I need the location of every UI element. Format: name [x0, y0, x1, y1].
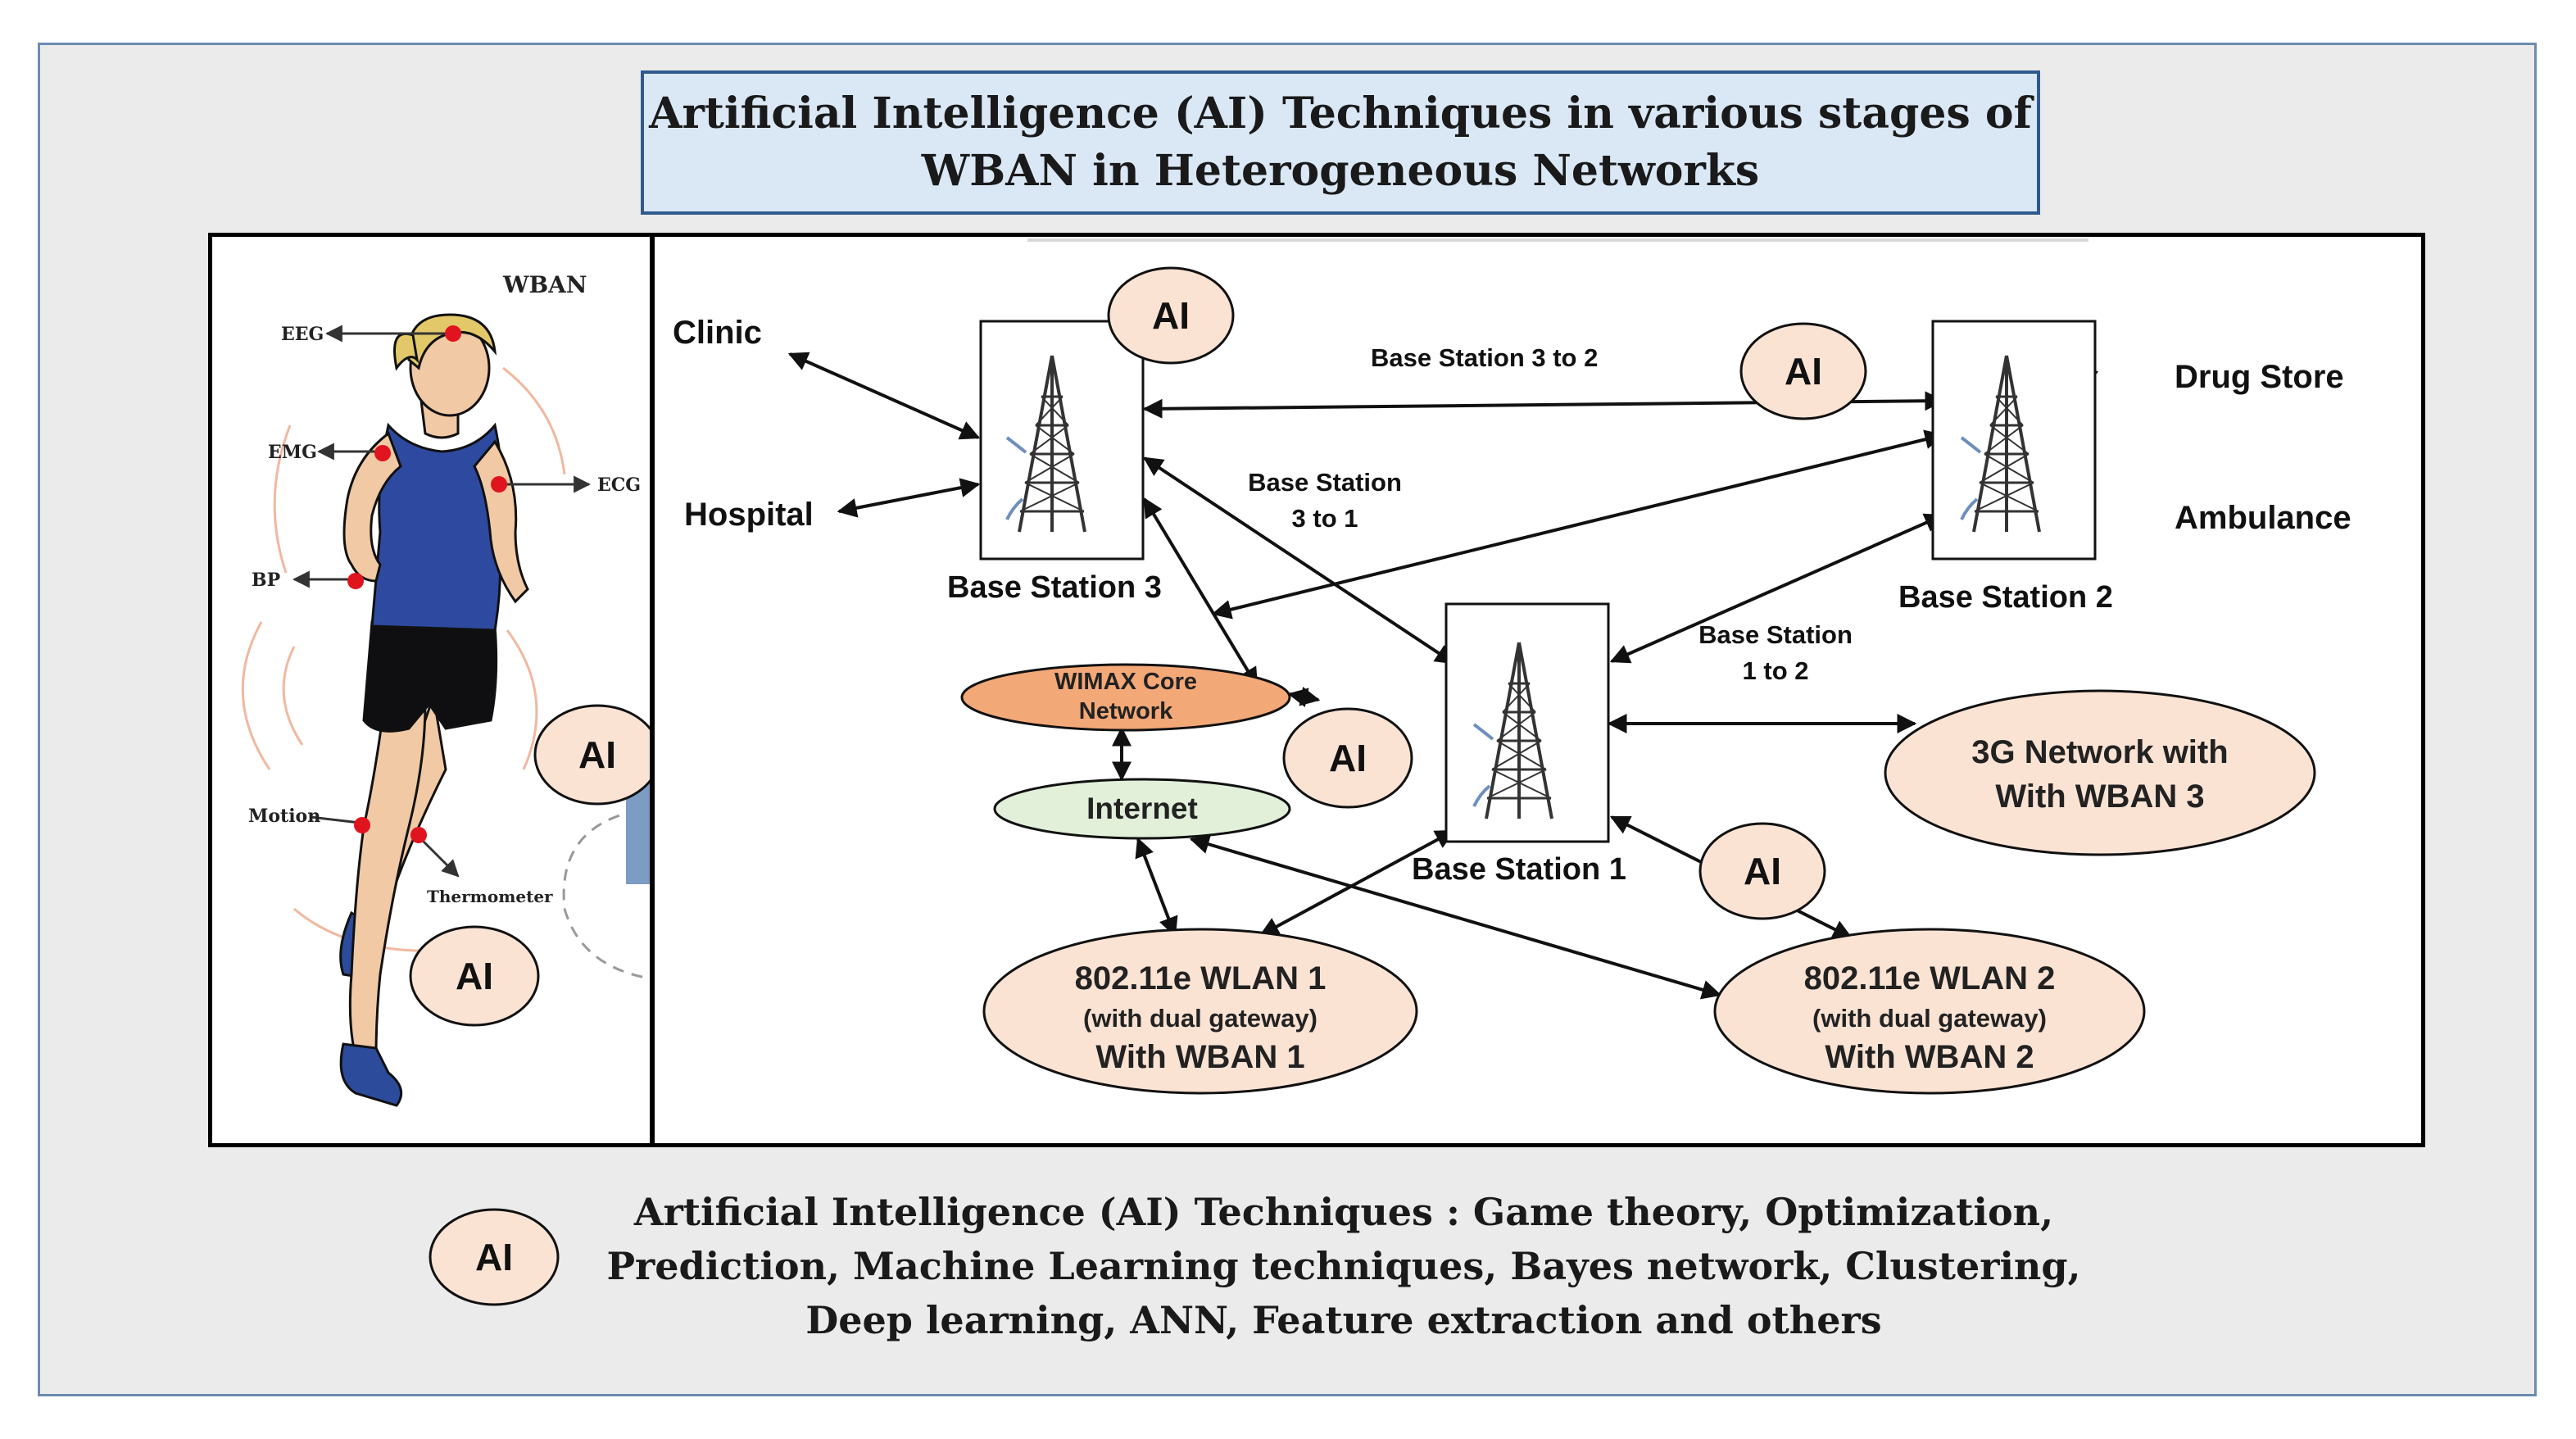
- ai-bubble-wimax: AI: [1282, 707, 1413, 809]
- network-diagram: WIMAX Core Network Internet 3G Network w…: [673, 238, 2352, 1095]
- svg-text:Network: Network: [1079, 698, 1173, 724]
- internet-cloud: Internet: [993, 778, 1291, 840]
- svg-text:AI: AI: [578, 733, 616, 776]
- svg-text:(with dual gateway): (with dual gateway): [1083, 1004, 1317, 1033]
- svg-text:(with dual gateway): (with dual gateway): [1812, 1004, 2047, 1033]
- svg-text:3G Network with: 3G Network with: [1971, 734, 2228, 770]
- 3g-network: 3G Network with With WBAN 3: [1884, 689, 2316, 856]
- wimax-core-network: WIMAX Core Network: [960, 663, 1291, 732]
- ai-techniques-legend: Artificial Intelligence (AI) Techniques …: [606, 1185, 2081, 1347]
- link-label-bs3-to-1-line1: Base Station: [1248, 468, 1402, 497]
- legend-ai-bubble: AI: [429, 1208, 560, 1306]
- label-hospital: Hospital: [684, 497, 814, 533]
- label-base-station-2: Base Station 2: [1898, 580, 2113, 615]
- link-label-bs3-to-2: Base Station 3 to 2: [1371, 343, 1598, 372]
- svg-text:802.11e WLAN 2: 802.11e WLAN 2: [1804, 960, 2056, 996]
- network-panel: WIMAX Core Network Internet 3G Network w…: [651, 233, 2425, 1147]
- wlan-1: 802.11e WLAN 1 (with dual gateway) With …: [982, 928, 1418, 1095]
- ai-bubble-bs3: AI: [1107, 266, 1235, 365]
- ai-bubble-bs1: AI: [1698, 822, 1826, 920]
- wban-illustration: EEG EMG ECG BP Motion Thermometer WBAN A…: [241, 271, 650, 1107]
- legend-line-2: Prediction, Machine Learning techniques,…: [606, 1244, 2081, 1288]
- sensor-thermometer: [410, 827, 427, 843]
- label-motion: Motion: [248, 806, 320, 827]
- label-ecg: ECG: [597, 474, 641, 496]
- base-station-3: [979, 320, 1145, 561]
- sensor-eeg: [445, 325, 461, 342]
- wban-panel: EEG EMG ECG BP Motion Thermometer WBAN A…: [208, 233, 654, 1147]
- ai-bubble-device: AI: [533, 704, 650, 806]
- label-base-station-1: Base Station 1: [1412, 852, 1626, 887]
- base-station-1: [1444, 602, 1610, 843]
- label-clinic: Clinic: [673, 315, 762, 351]
- sensors: EEG EMG ECG BP Motion Thermometer: [248, 324, 641, 906]
- svg-text:With WBAN 2: With WBAN 2: [1825, 1039, 2034, 1075]
- svg-text:AI: AI: [475, 1236, 513, 1278]
- sensor-motion: [354, 817, 370, 833]
- svg-text:AI: AI: [1329, 737, 1367, 779]
- svg-text:With WBAN 3: With WBAN 3: [1995, 779, 2204, 815]
- wban-title: WBAN: [502, 271, 587, 298]
- link-label-bs1-to-2-line2: 1 to 2: [1743, 656, 1809, 685]
- label-drug-store: Drug Store: [2175, 359, 2344, 395]
- label-emg: EMG: [268, 442, 317, 463]
- svg-text:With WBAN 1: With WBAN 1: [1095, 1039, 1304, 1075]
- title-line-2: WBAN in Heterogeneous Networks: [921, 146, 1760, 196]
- label-bp: BP: [252, 570, 280, 591]
- legend-line-1: Artificial Intelligence (AI) Techniques …: [633, 1190, 2054, 1234]
- link-label-bs3-to-1-line2: 3 to 1: [1292, 504, 1358, 533]
- sensor-bp: [347, 573, 364, 589]
- svg-text:AI: AI: [1744, 850, 1781, 892]
- sensor-ecg: [491, 476, 507, 493]
- label-thermometer: Thermometer: [427, 887, 553, 906]
- svg-text:AI: AI: [1785, 350, 1822, 393]
- svg-text:AI: AI: [456, 955, 493, 997]
- svg-text:Internet: Internet: [1086, 792, 1198, 825]
- label-eeg: EEG: [281, 324, 324, 345]
- sensor-emg: [374, 445, 391, 461]
- title-line-1: Artificial Intelligence (AI) Techniques …: [649, 89, 2032, 138]
- base-station-2: [1931, 320, 2097, 561]
- runner-figure: [339, 313, 529, 1107]
- svg-text:AI: AI: [1152, 294, 1190, 337]
- legend-line-3: Deep learning, ANN, Feature extraction a…: [805, 1298, 1882, 1342]
- label-ambulance: Ambulance: [2175, 500, 2352, 536]
- svg-text:WIMAX Core: WIMAX Core: [1054, 669, 1197, 695]
- ai-bubble-body: AI: [409, 925, 540, 1027]
- device-dashed-ring: [562, 809, 650, 980]
- label-base-station-3: Base Station 3: [947, 570, 1162, 605]
- svg-text:802.11e WLAN 1: 802.11e WLAN 1: [1075, 960, 1327, 996]
- wlan-2: 802.11e WLAN 2 (with dual gateway) With …: [1713, 928, 2146, 1095]
- ai-bubble-bs3-to-2: AI: [1739, 322, 1867, 420]
- link-label-bs1-to-2-line1: Base Station: [1698, 620, 1853, 649]
- title-box: Artificial Intelligence (AI) Techniques …: [641, 70, 2040, 215]
